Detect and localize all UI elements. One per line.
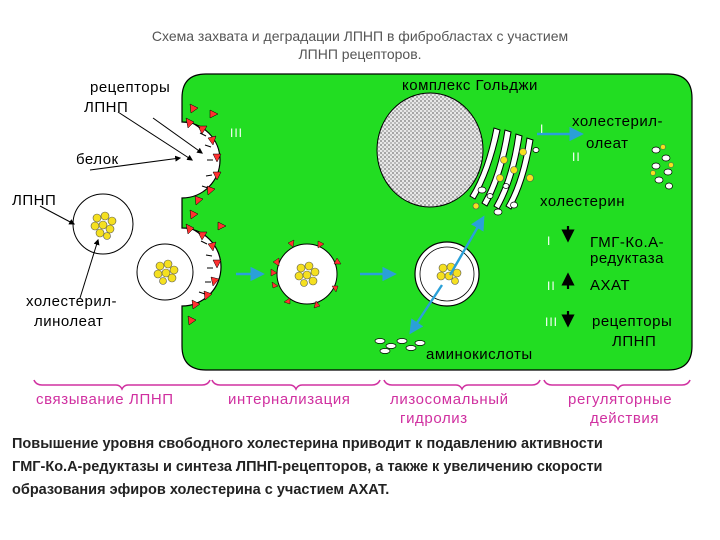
- stage-lysosomal-2: гидролиз: [400, 410, 468, 427]
- stage-binding: связывание ЛПНП: [36, 391, 174, 408]
- label-ldl: ЛПНП: [12, 192, 56, 209]
- roman-I-regulation: I: [547, 234, 551, 248]
- label-cholesteryl-oleate-1: холестерил-: [572, 113, 663, 130]
- label-golgi: комплекс Гольджи: [402, 77, 538, 94]
- ldl-particle-outside: [73, 194, 133, 254]
- label-hmg-coa-1: ГМГ-Ко.А-: [590, 234, 664, 251]
- label-cholesteryl-linoleate-1: холестерил-: [26, 293, 117, 310]
- stage-regulatory-1: регуляторные: [568, 391, 672, 408]
- summary-line3: образования эфиров холестерина с участие…: [12, 482, 389, 498]
- label-cholesterol: холестерин: [540, 193, 625, 210]
- label-cholesteryl-linoleate-2: линолеат: [34, 313, 103, 330]
- label-receptors-2: рецепторы: [592, 313, 672, 330]
- label-amino-acids: аминокислоты: [426, 346, 533, 363]
- label-cholesteryl-oleate-2: олеат: [586, 135, 629, 152]
- roman-III-membrane: III: [230, 126, 243, 140]
- roman-III-regulation: III: [545, 315, 558, 329]
- diagram-title-line1: Схема захвата и деградации ЛПНП в фиброб…: [0, 28, 720, 44]
- ldl-particle-bound: [137, 244, 193, 300]
- diagram-title-line2: ЛПНП рецепторов.: [0, 46, 720, 62]
- label-protein: белок: [76, 151, 119, 168]
- label-hmg-coa-2: редуктаза: [590, 250, 664, 267]
- roman-I-golgi: I: [540, 122, 544, 136]
- lysosome: [415, 242, 479, 306]
- summary-line2: ГМГ-Ко.А-редуктазы и синтеза ЛПНП-рецепт…: [12, 459, 602, 475]
- label-acat: АХАТ: [590, 277, 630, 294]
- nucleus: [377, 93, 483, 207]
- stage-lysosomal-1: лизосомальный: [390, 391, 509, 408]
- roman-II-regulation: II: [547, 279, 556, 293]
- label-receptors: рецепторы: [90, 79, 170, 96]
- stage-internalization: интернализация: [228, 391, 351, 408]
- stage-regulatory-2: действия: [590, 410, 659, 427]
- roman-II-golgi: II: [572, 150, 581, 164]
- summary-line1: Повышение уровня свободного холестерина …: [12, 436, 603, 452]
- label-receptors-ldl: ЛПНП: [84, 99, 128, 116]
- label-receptors-ldl-2: ЛПНП: [612, 333, 656, 350]
- stage-braces: [34, 380, 690, 389]
